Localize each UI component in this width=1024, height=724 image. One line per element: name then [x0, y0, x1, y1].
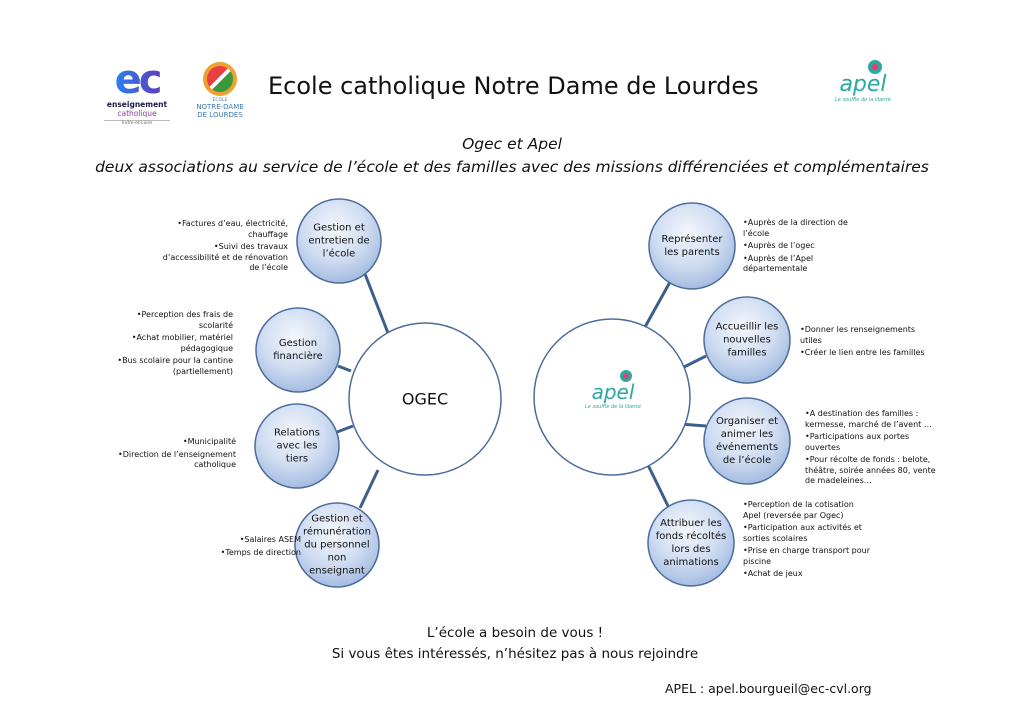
apel-bullet-list: Donner les renseignements utiles Créer l… [800, 325, 928, 361]
list-item: Municipalité [110, 437, 236, 448]
ogec-circle [348, 322, 502, 476]
ogec-branch-circle [255, 307, 341, 393]
apel-branch-circle [703, 397, 791, 485]
page-title: Ecole catholique Notre Dame de Lourdes [268, 72, 759, 100]
list-item: Prise en charge transport pour piscine [743, 546, 873, 567]
subtitle: Ogec et Apel [462, 135, 562, 153]
list-item: Perception des frais de scolarité [115, 310, 234, 331]
apel-bullet-list: Perception de la cotisation Apel (revers… [743, 500, 873, 582]
book-icon [203, 62, 237, 96]
subtitle-description: deux associations au service de l’école … [95, 158, 929, 176]
apel-branch-label: Attribuer les fonds récoltés lors des an… [655, 518, 727, 568]
enseignement-catholique-logo: ec enseignement catholique Indre-et-Loir… [104, 60, 170, 126]
list-item: Donner les renseignements utiles [800, 325, 928, 346]
list-item: Factures d’eau, électricité, chauffage [160, 219, 288, 240]
ogec-branch-circle [254, 403, 340, 489]
list-item: Achat de jeux [743, 569, 873, 580]
ogec-branch-label: Gestion et entretien de l’école [308, 222, 370, 260]
connector-line [681, 354, 707, 370]
ogec-branch-label: Gestion et rémunération du personnel non… [302, 513, 371, 577]
connector-line [358, 469, 380, 509]
list-item: Achat mobilier, matériel pédagogique [115, 333, 233, 354]
list-item: Pour récolte de fonds : belote, théâtre,… [805, 455, 940, 487]
apel-bullet-list: A destination des familles : kermesse, m… [805, 409, 940, 489]
apel-circle [533, 318, 691, 476]
apel-branch-circle [703, 296, 791, 384]
contact-email: APEL : apel.bourgueil@ec-cvl.org [665, 681, 872, 696]
ogec-bullet-list: Factures d’eau, électricité, chauffage S… [160, 219, 288, 276]
ogec-branch-label: Relations avec les tiers [274, 427, 320, 465]
list-item: Participations aux portes ouvertes [805, 432, 940, 453]
ogec-label: OGEC [401, 389, 449, 409]
apel-logo-center: apel Le souffle de la liberté [568, 368, 658, 410]
ogec-bullet-list: Salaires ASEM Temps de direction [180, 535, 301, 560]
connector-line [336, 424, 354, 434]
connector-line [646, 464, 670, 507]
list-item: Direction de l’enseignement catholique [110, 450, 236, 471]
list-item: Perception de la cotisation Apel (revers… [743, 500, 873, 521]
list-item: Auprès de la direction de l’école [743, 218, 858, 239]
list-item: Bus scolaire pour la cantine (partiellem… [115, 356, 233, 377]
apel-bullet-list: Auprès de la direction de l’école Auprès… [743, 218, 858, 277]
ogec-bullet-list: Municipalité Direction de l’enseignement… [110, 437, 236, 473]
apel-logo-header: apel Le souffle de la liberté [818, 58, 908, 103]
list-item: Suivi des travaux d’accessibilité et de … [160, 242, 288, 274]
call-to-action-detail: Si vous êtes intéressés, n’hésitez pas à… [331, 646, 699, 662]
apel-branch-label: Organiser et animer les événements de l’… [715, 416, 779, 466]
ogec-bullet-list: Perception des frais de scolarité Achat … [115, 310, 233, 379]
list-item: Salaires ASEM [180, 535, 301, 546]
list-item: Temps de direction [180, 548, 301, 559]
apel-branch-circle [647, 499, 735, 587]
ogec-branch-circle [296, 198, 382, 284]
connector-line [337, 364, 352, 373]
connector-line [363, 273, 390, 334]
apel-branch-label: Représenter les parents [661, 234, 723, 258]
dandelion-icon [620, 370, 632, 382]
list-item: Créer le lien entre les familles [800, 348, 928, 359]
call-to-action: L’école a besoin de vous ! [426, 625, 604, 641]
apel-branch-label: Accueillir les nouvelles familles [715, 321, 779, 359]
apel-branch-circle [648, 202, 736, 290]
notre-dame-logo: ÉCOLE NOTRE-DAME DE LOURDES [190, 62, 250, 119]
connector-line [643, 281, 672, 328]
list-item: A destination des familles : kermesse, m… [805, 409, 940, 430]
dandelion-icon [868, 60, 882, 74]
list-item: Auprès de l’Apel départementale [743, 254, 858, 275]
list-item: Participation aux activités et sorties s… [743, 523, 873, 544]
list-item: Auprès de l’ogec [743, 241, 858, 252]
ogec-branch-label: Gestion financière [273, 338, 323, 362]
